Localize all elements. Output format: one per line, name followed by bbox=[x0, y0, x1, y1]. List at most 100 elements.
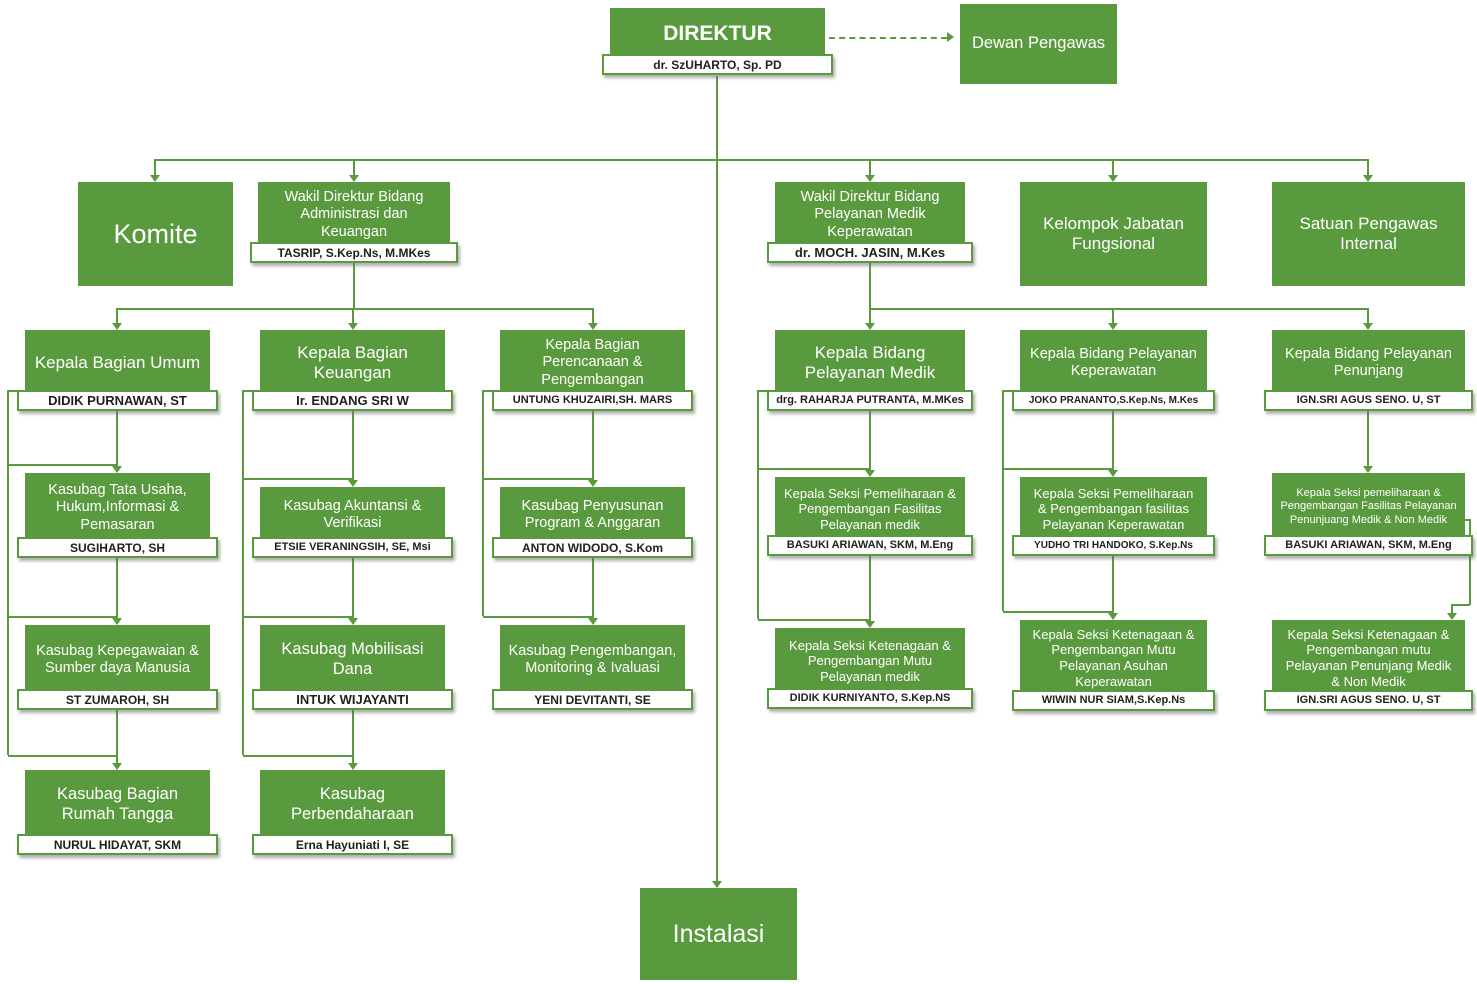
connector-yanmed-horizontal bbox=[869, 308, 1368, 310]
spine-keuangan-stub-1 bbox=[243, 478, 353, 480]
connector-drop-komite bbox=[154, 159, 156, 176]
org-node-seksi-ket-medik: Kepala Seksi Ketenagaan & Pengembangan M… bbox=[767, 628, 973, 709]
connector-keperawatan-pemeliharaan bbox=[1112, 411, 1114, 471]
connector-pem-medik-ket-medik bbox=[869, 556, 871, 622]
org-node-komite: Komite bbox=[78, 182, 233, 286]
spine-perencanaan-stub-1 bbox=[483, 478, 593, 480]
connector-admin-horizontal bbox=[116, 308, 594, 310]
arrow-into-komite-icon bbox=[150, 175, 160, 182]
org-node-seksi-pem-keperawatan-name: YUDHO TRI HANDOKO, S.Kep.Ns bbox=[1012, 535, 1215, 556]
org-node-bidang-penunjang: Kepala Bidang Pelayanan Penunjang IGN.SR… bbox=[1264, 330, 1473, 411]
connector-tatausaha-kepegawaian bbox=[116, 558, 118, 619]
org-node-seksi-pem-medik: Kepala Seksi Pemeliharaan & Pengembangan… bbox=[767, 477, 973, 556]
spine-umum-stub-1 bbox=[8, 464, 117, 466]
arrow-into-perbendaharaan-icon bbox=[348, 763, 358, 770]
connector-drop-bagian-umum bbox=[116, 308, 118, 324]
connector-drop-bidang-medik bbox=[869, 308, 871, 324]
connector-drop-kelompok bbox=[1112, 159, 1114, 176]
connector-akuntansi-mobilisasi bbox=[352, 558, 354, 619]
org-node-bidang-medik: Kepala Bidang Pelayanan Medik drg. RAHAR… bbox=[767, 330, 973, 411]
org-node-kelompok-jabatan-title: Kelompok Jabatan Fungsional bbox=[1020, 182, 1207, 286]
connector-central-to-instalasi bbox=[716, 159, 718, 881]
connector-drop-wakil-yanmed bbox=[869, 159, 871, 176]
arrow-into-bagian-umum-icon bbox=[112, 323, 122, 330]
org-node-seksi-pem-medik-name: BASUKI ARIAWAN, SKM, M.Eng bbox=[767, 535, 973, 556]
org-node-seksi-pem-medik-title: Kepala Seksi Pemeliharaan & Pengembangan… bbox=[775, 477, 965, 541]
org-node-kasubag-kepegawaian: Kasubag Kepegawaian & Sumber daya Manusi… bbox=[17, 625, 218, 710]
connector-penyusunan-monitoring bbox=[592, 558, 594, 619]
spine-keperawatan-stub-2 bbox=[1003, 611, 1113, 613]
spine-perencanaan-stub-2 bbox=[483, 616, 593, 618]
spine-umum-stub-top bbox=[8, 390, 25, 392]
org-node-bagian-umum-name: DIDIK PURNAWAN, ST bbox=[17, 390, 218, 411]
org-node-kasubag-monitoring: Kasubag Pengembangan, Monitoring & Ivalu… bbox=[492, 625, 693, 710]
org-node-kasubag-perbendaharaan: Kasubag Perbendaharaan Erna Hayuniati I,… bbox=[252, 770, 453, 855]
org-node-bidang-medik-title: Kepala Bidang Pelayanan Medik bbox=[775, 330, 965, 396]
org-node-kasubag-rumah-tangga-title: Kasubag Bagian Rumah Tangga bbox=[25, 770, 210, 840]
org-node-seksi-pem-penunjang-name: BASUKI ARIAWAN, SKM, M.Eng bbox=[1264, 535, 1473, 556]
arrow-into-rumahtangga-icon bbox=[112, 763, 122, 770]
org-node-seksi-ket-penunjang-title: Kepala Seksi Ketenagaan & Pengembangan m… bbox=[1272, 620, 1465, 696]
org-node-seksi-ket-medik-title: Kepala Seksi Ketenagaan & Pengembangan M… bbox=[775, 628, 965, 694]
connector-penunjang-right-spine bbox=[1469, 519, 1471, 605]
org-node-seksi-ket-keperawatan: Kepala Seksi Ketenagaan & Pengembangan M… bbox=[1012, 620, 1215, 711]
org-node-satuan-pengawas: Satuan Pengawas Internal bbox=[1272, 182, 1465, 286]
arrow-into-mobilisasi-icon bbox=[348, 618, 358, 625]
org-node-bidang-penunjang-title: Kepala Bidang Pelayanan Penunjang bbox=[1272, 330, 1465, 396]
connector-penunjang-elbow bbox=[1451, 604, 1470, 606]
org-node-kasubag-tata-usaha-title: Kasubag Tata Usaha, Hukum,Informasi & Pe… bbox=[25, 473, 210, 543]
connector-mobilisasi-perbendaharaan bbox=[352, 710, 354, 764]
spine-medik-stub-1 bbox=[758, 468, 870, 470]
org-node-wakil-admin-title: Wakil Direktur Bidang Administrasi dan K… bbox=[258, 182, 450, 248]
org-node-seksi-ket-keperawatan-title: Kepala Seksi Ketenagaan & Pengembangan M… bbox=[1020, 620, 1207, 696]
connector-penunjang-pemeliharaan bbox=[1367, 411, 1369, 467]
org-node-kelompok-jabatan: Kelompok Jabatan Fungsional bbox=[1020, 182, 1207, 286]
spine-umum bbox=[7, 390, 9, 755]
org-node-kasubag-monitoring-name: YENI DEVITANTI, SE bbox=[492, 689, 693, 710]
connector-wakil-yanmed-down bbox=[869, 263, 871, 308]
org-node-direktur: DIREKTUR dr. SzUHARTO, Sp. PD bbox=[602, 8, 833, 75]
org-node-bagian-keuangan: Kepala Bagian Keuangan Ir. ENDANG SRI W bbox=[252, 330, 453, 411]
org-node-wakil-yanmed: Wakil Direktur Bidang Pelayanan Medik Ke… bbox=[767, 182, 973, 263]
org-node-kasubag-kepegawaian-name: ST ZUMAROH, SH bbox=[17, 689, 218, 710]
org-node-kasubag-akuntansi: Kasubag Akuntansi & Verifikasi ETSIE VER… bbox=[252, 487, 453, 558]
arrow-into-penyusunan-icon bbox=[588, 480, 598, 487]
org-node-wakil-yanmed-name: dr. MOCH. JASIN, M.Kes bbox=[767, 242, 973, 263]
spine-keperawatan-stub-1 bbox=[1003, 468, 1113, 470]
spine-umum-stub-3 bbox=[8, 755, 117, 757]
arrow-into-satuan-icon bbox=[1363, 175, 1373, 182]
org-node-bagian-perencanaan: Kepala Bagian Perencanaan & Pengembangan… bbox=[492, 330, 693, 411]
arrow-into-akuntansi-icon bbox=[348, 480, 358, 487]
org-node-satuan-pengawas-title: Satuan Pengawas Internal bbox=[1272, 182, 1465, 286]
org-node-direktur-name: dr. SzUHARTO, Sp. PD bbox=[602, 54, 833, 75]
org-node-wakil-admin: Wakil Direktur Bidang Administrasi dan K… bbox=[250, 182, 458, 263]
connector-drop-bagian-perencanaan bbox=[592, 308, 594, 324]
arrow-into-monitoring-icon bbox=[588, 618, 598, 625]
arrow-into-wakil-yanmed-icon bbox=[865, 175, 875, 182]
arrow-into-pem-medik-icon bbox=[865, 470, 875, 477]
connector-penunjang-elbow-down bbox=[1451, 604, 1453, 614]
spine-keuangan bbox=[242, 390, 244, 755]
arrow-into-pem-keperawatan-icon bbox=[1108, 470, 1118, 477]
arrow-into-bidang-medik-icon bbox=[865, 323, 875, 330]
connector-perencanaan-penyusunan bbox=[592, 411, 594, 481]
spine-umum-stub-2 bbox=[8, 616, 117, 618]
arrow-into-pem-penunjang-icon bbox=[1363, 466, 1373, 473]
spine-medik-stub-2 bbox=[758, 619, 870, 621]
arrow-into-instalasi-icon bbox=[712, 881, 722, 888]
org-node-kasubag-rumah-tangga-name: NURUL HIDAYAT, SKM bbox=[17, 834, 218, 855]
org-node-bidang-keperawatan-title: Kepala Bidang Pelayanan Keperawatan bbox=[1020, 330, 1207, 396]
spine-medik-stub-top bbox=[758, 390, 775, 392]
org-node-bidang-keperawatan: Kepala Bidang Pelayanan Keperawatan JOKO… bbox=[1012, 330, 1215, 411]
connector-drop-bagian-keuangan bbox=[352, 308, 354, 324]
org-node-bagian-perencanaan-title: Kepala Bagian Perencanaan & Pengembangan bbox=[500, 330, 685, 396]
org-node-seksi-ket-medik-name: DIDIK KURNIYANTO, S.Kep.NS bbox=[767, 688, 973, 709]
org-node-seksi-ket-penunjang-name: IGN.SRI AGUS SENO. U, ST bbox=[1264, 690, 1473, 711]
org-node-seksi-ket-keperawatan-name: WIWIN NUR SIAM,S.Kep.Ns bbox=[1012, 690, 1215, 711]
org-node-dewan-pengawas-title: Dewan Pengawas bbox=[960, 4, 1117, 84]
arrow-into-kelompok-icon bbox=[1108, 175, 1118, 182]
arrow-into-bidang-penunjang-icon bbox=[1363, 323, 1373, 330]
arrow-into-bagian-keuangan-icon bbox=[348, 323, 358, 330]
connector-direktur-dewan-dashed bbox=[829, 37, 947, 39]
